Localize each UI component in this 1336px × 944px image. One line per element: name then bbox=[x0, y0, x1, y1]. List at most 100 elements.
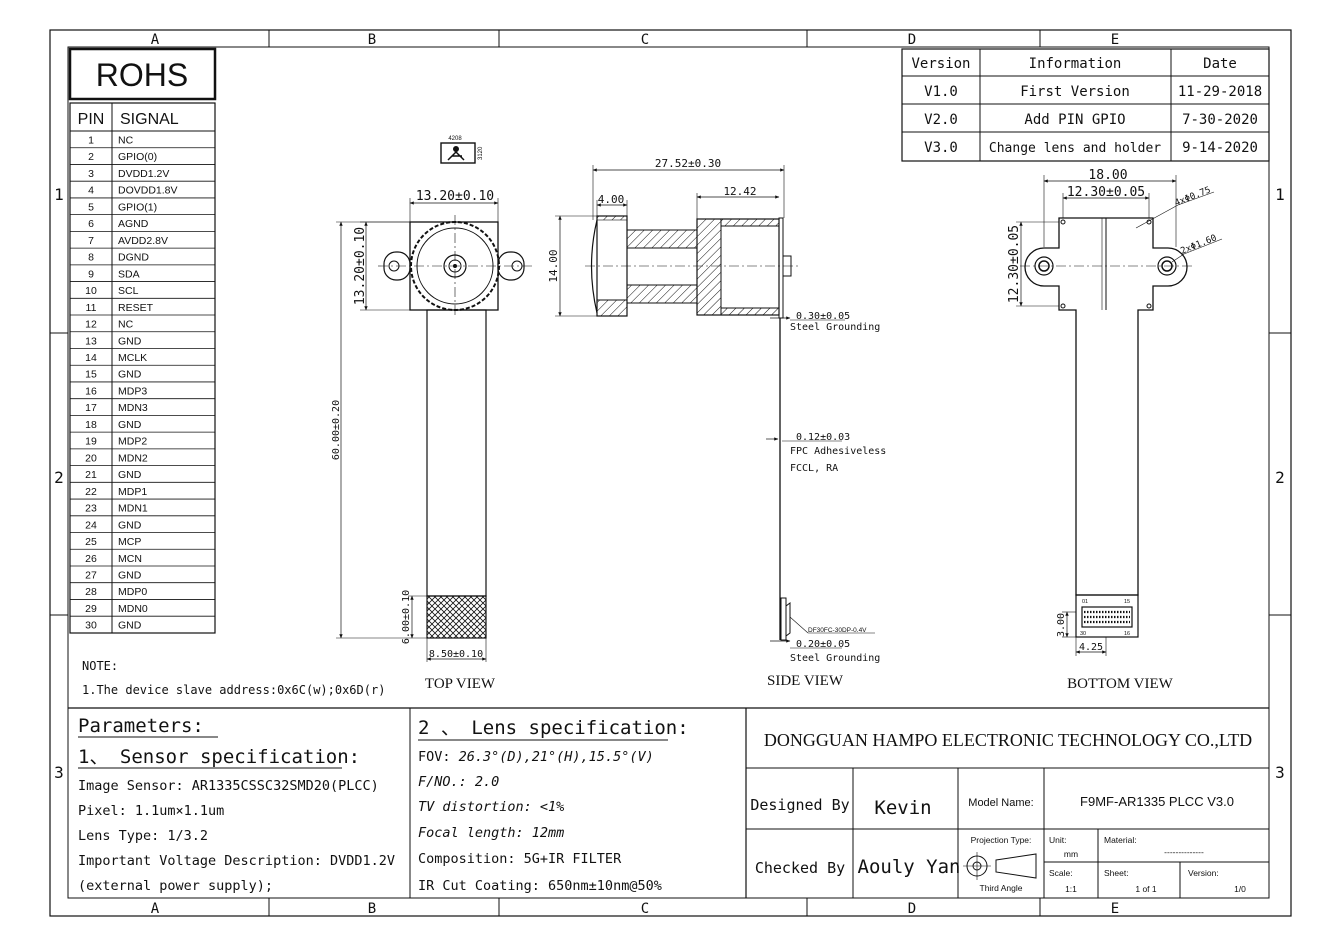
pin-signal: GND bbox=[118, 419, 142, 431]
dim-side-holder: 12.42 bbox=[723, 185, 756, 198]
grid-col-c-top: C bbox=[641, 32, 649, 48]
dim-bottom-hole-pitch: 12.30±0.05 bbox=[1067, 185, 1145, 200]
bottom-view-label: BOTTOM VIEW bbox=[1067, 676, 1174, 692]
dim-bottom-large-holes: 2xΦ1.60 bbox=[1179, 233, 1218, 256]
marking-top-text: 4208 bbox=[448, 136, 462, 142]
grid-row-1-right: 1 bbox=[1275, 185, 1285, 204]
sheet-value: 1 of 1 bbox=[1135, 884, 1157, 894]
pin-signal: DVDD1.2V bbox=[118, 168, 169, 180]
pin-number: 30 bbox=[85, 620, 97, 632]
pin-signal: GPIO(1) bbox=[118, 201, 157, 213]
third-angle-label: Third Angle bbox=[980, 883, 1023, 893]
sensor-spec-line-1: Image Sensor: AR1335CSSC32SMD20(PLCC) bbox=[78, 778, 379, 794]
pin-number: 13 bbox=[85, 335, 97, 347]
pin-table-header-pin: PIN bbox=[78, 111, 105, 128]
pin-number: 17 bbox=[85, 402, 97, 414]
dim-side-fpc-label-1: FPC Adhesiveless bbox=[790, 446, 886, 457]
pin-signal: NC bbox=[118, 319, 134, 331]
lens-spec-composition: Composition: 5G+IR FILTER bbox=[418, 851, 622, 867]
pin-signal: GND bbox=[118, 569, 142, 581]
pin-number: 14 bbox=[85, 352, 97, 364]
drawing-frame bbox=[49, 29, 1292, 917]
pin-number: 28 bbox=[85, 586, 97, 598]
pin-signal: GND bbox=[118, 519, 142, 531]
bottom-pin-30: 30 bbox=[1080, 631, 1086, 637]
grid-row-3-left: 3 bbox=[54, 763, 64, 782]
pin-signal: NC bbox=[118, 135, 134, 147]
grid-row-1-left: 1 bbox=[54, 185, 64, 204]
marking-side-text: 3120 bbox=[478, 146, 484, 160]
pin-number: 2 bbox=[88, 151, 94, 163]
parameters-block: Parameters: 1、 Sensor specification: Ima… bbox=[78, 715, 395, 894]
pin-signal: MDN0 bbox=[118, 603, 148, 615]
pin-number: 6 bbox=[88, 218, 94, 230]
dim-top-connector-length: 6.00±0.10 bbox=[401, 590, 412, 644]
pin-signal: DOVDD1.8V bbox=[118, 185, 178, 197]
pin-number: 15 bbox=[85, 369, 97, 381]
sensor-spec-title: 1、 Sensor specification: bbox=[78, 746, 360, 768]
pin-number: 26 bbox=[85, 553, 97, 565]
revision-row-2-information: Add PIN GPIO bbox=[1024, 112, 1125, 128]
grid-col-c-bottom: C bbox=[641, 901, 649, 917]
dim-top-width: 13.20±0.10 bbox=[416, 189, 494, 204]
top-view-label: TOP VIEW bbox=[425, 676, 496, 692]
grid-col-a-bottom: A bbox=[151, 901, 160, 917]
lens-spec-block: 2 、 Lens specification: FOV: 26.3°(D),21… bbox=[418, 717, 689, 894]
dim-side-lens-dia: 14.00 bbox=[547, 249, 560, 282]
sensor-spec-line-3: Lens Type: 1/3.2 bbox=[78, 828, 208, 844]
dim-top-height: 13.20±0.10 bbox=[353, 227, 368, 305]
bottom-pin-15: 15 bbox=[1124, 599, 1130, 605]
designed-by-value: Kevin bbox=[874, 797, 931, 819]
sensor-spec-line-5: (external power supply); bbox=[78, 878, 273, 894]
dim-side-stiffener-1-label: Steel Grounding bbox=[790, 322, 880, 333]
revision-row-1-information: First Version bbox=[1020, 84, 1130, 100]
dim-side-fpc-label-2: FCCL, RA bbox=[790, 463, 838, 474]
lens-spec-title: 2 、 Lens specification: bbox=[418, 717, 689, 739]
material-label: Material: bbox=[1104, 835, 1137, 845]
dim-bottom-height: 12.30±0.05 bbox=[1007, 225, 1022, 303]
dim-side-fpc: 0.12±0.03 bbox=[796, 432, 850, 443]
bottom-pin-01: 01 bbox=[1082, 599, 1088, 605]
pin-signal: RESET bbox=[118, 302, 154, 314]
pin-number: 25 bbox=[85, 536, 97, 548]
pin-signal: GND bbox=[118, 335, 142, 347]
side-view-label: SIDE VIEW bbox=[767, 673, 844, 689]
pin-number: 4 bbox=[88, 185, 94, 197]
pin-signal: SCL bbox=[118, 285, 139, 297]
lens-spec-fov: FOV: 26.3°(D),21°(H),15.5°(V) bbox=[418, 749, 654, 765]
designed-by-label: Designed By bbox=[750, 796, 849, 814]
pin-number: 8 bbox=[88, 252, 94, 264]
revision-row-3-information: Change lens and holder bbox=[989, 141, 1161, 156]
side-view: 27.52±0.30 4.00 12.42 14.00 0.30±0.05 St… bbox=[547, 157, 886, 689]
dim-side-connector: DF30FC-30DP-0.4V bbox=[808, 627, 867, 634]
pin-signal: GND bbox=[118, 469, 142, 481]
pin-number: 3 bbox=[88, 168, 94, 180]
revision-row-2-version: V2.0 bbox=[924, 112, 958, 128]
projection-type-label: Projection Type: bbox=[971, 835, 1032, 845]
bottom-pin-16: 16 bbox=[1124, 631, 1130, 637]
revision-row-1-date: 11-29-2018 bbox=[1178, 84, 1262, 100]
pin-signal: DGND bbox=[118, 252, 149, 264]
lens-spec-tv-distortion: TV distortion: <1% bbox=[418, 799, 564, 815]
lens-spec-ir-cut: IR Cut Coating: 650nm±10nm@50% bbox=[418, 878, 662, 894]
pin-number: 7 bbox=[88, 235, 94, 247]
rohs-label: ROHS bbox=[96, 57, 188, 93]
dim-bottom-small-holes: 4xΦ0.75 bbox=[1173, 185, 1212, 208]
revision-header-version: Version bbox=[911, 56, 970, 72]
bottom-view: 01 15 30 16 18.00 12.30±0.05 12.30±0.05 … bbox=[1007, 168, 1223, 692]
pin-number: 19 bbox=[85, 436, 97, 448]
revision-header-information: Information bbox=[1029, 56, 1122, 72]
pin-signal: AVDD2.8V bbox=[118, 235, 168, 247]
revision-row-3-version: V3.0 bbox=[924, 140, 958, 156]
pin-signal: GPIO(0) bbox=[118, 151, 157, 163]
bottom-block-frame bbox=[68, 707, 1269, 898]
dim-side-stiffener-2: 0.20±0.05 bbox=[796, 639, 850, 650]
pin-signal: GND bbox=[118, 620, 142, 632]
model-name-value: F9MF-AR1335 PLCC V3.0 bbox=[1080, 794, 1234, 809]
grid-col-d-top: D bbox=[908, 32, 916, 48]
pin-signal: MDP3 bbox=[118, 385, 147, 397]
checked-by-value: Aouly Yan bbox=[858, 856, 961, 878]
pin-number: 21 bbox=[85, 469, 97, 481]
revision-row-3-date: 9-14-2020 bbox=[1182, 140, 1258, 156]
